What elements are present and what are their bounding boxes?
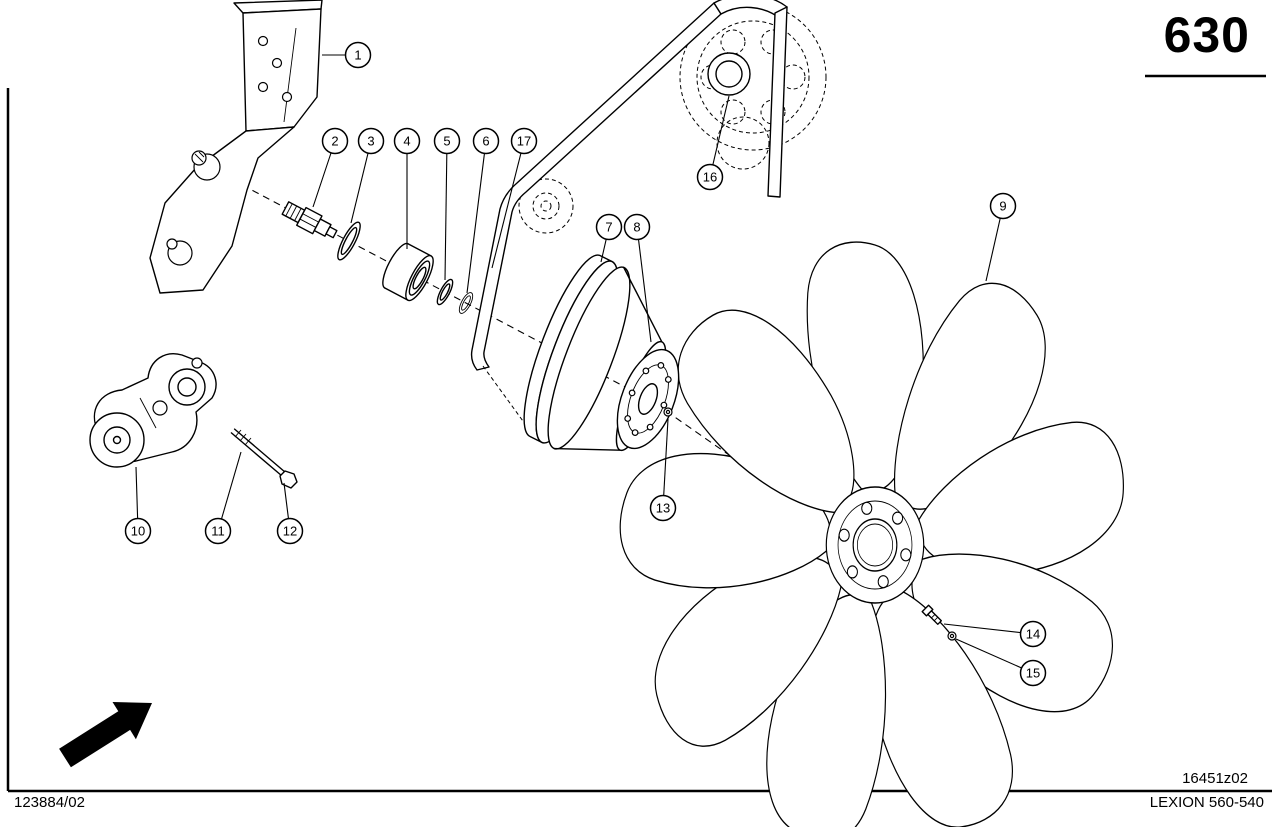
- svg-text:14: 14: [1026, 627, 1040, 642]
- o-ring: [337, 221, 361, 261]
- page-number: 630: [1163, 7, 1250, 63]
- washer: [436, 278, 454, 306]
- callout-leader-13: [662, 418, 669, 509]
- svg-text:11: 11: [211, 524, 225, 539]
- mounting-bracket: [149, 0, 323, 294]
- svg-text:12: 12: [283, 524, 297, 539]
- callout-leader-3: [350, 140, 372, 224]
- svg-text:8: 8: [633, 220, 640, 235]
- svg-text:5: 5: [443, 134, 450, 149]
- svg-text:16: 16: [703, 170, 717, 185]
- callout-16: 16: [696, 163, 724, 191]
- callout-5: 5: [433, 127, 461, 155]
- bearing: [382, 242, 434, 302]
- direction-arrow-icon: [59, 702, 152, 768]
- callout-9: 9: [989, 192, 1017, 220]
- svg-text:6: 6: [482, 134, 489, 149]
- fan-blades: [619, 241, 1124, 827]
- svg-text:13: 13: [656, 501, 670, 516]
- v-belt-long: [470, 0, 788, 429]
- callout-6: 6: [472, 127, 500, 155]
- svg-text:2: 2: [331, 134, 338, 149]
- callout-leader-17: [491, 140, 525, 269]
- idler-pulley-ghost: [518, 178, 574, 234]
- callout-2: 2: [321, 127, 349, 155]
- circlip: [458, 292, 474, 314]
- callout-7: 7: [595, 213, 623, 241]
- crank-pulley-hub: [707, 52, 751, 96]
- fan: [619, 241, 1124, 827]
- callout-4: 4: [393, 127, 421, 155]
- belt-tensioner: [89, 353, 217, 468]
- callout-leader-6: [466, 140, 487, 294]
- callout-12: 12: [276, 517, 304, 545]
- callout-leader-15: [955, 638, 1034, 674]
- svg-text:9: 9: [999, 199, 1006, 214]
- svg-text:15: 15: [1026, 666, 1040, 681]
- callout-14: 14: [1019, 620, 1047, 648]
- callout-leader-11: [217, 451, 242, 532]
- fan-pulley-assembly: [523, 254, 680, 452]
- callout-1: 1: [344, 41, 372, 69]
- svg-text:17: 17: [517, 134, 531, 149]
- fan-screw: [921, 604, 957, 641]
- callout-leader-5: [444, 140, 448, 281]
- svg-text:4: 4: [403, 134, 410, 149]
- callout-leader-14: [943, 623, 1034, 635]
- callout-11: 11: [204, 517, 232, 545]
- figure-code: 16451z02: [1182, 770, 1248, 787]
- tensioner-bolt: [230, 428, 298, 489]
- hub-pin: [663, 407, 673, 417]
- callout-15: 15: [1019, 659, 1047, 687]
- callout-8: 8: [623, 213, 651, 241]
- model-range: LEXION 560-540: [1149, 794, 1264, 811]
- callout-13: 13: [649, 494, 677, 522]
- fan-hub: [825, 486, 925, 604]
- svg-text:3: 3: [367, 134, 374, 149]
- svg-text:10: 10: [131, 524, 145, 539]
- svg-text:1: 1: [354, 48, 361, 63]
- callout-3: 3: [357, 127, 385, 155]
- doc-code: 123884/02: [14, 794, 85, 811]
- svg-text:7: 7: [605, 220, 612, 235]
- callout-leader-8: [636, 226, 652, 343]
- bearing-bolt: [281, 201, 338, 239]
- callout-leader-16: [709, 95, 730, 178]
- callout-17: 17: [510, 127, 538, 155]
- callout-10: 10: [124, 517, 152, 545]
